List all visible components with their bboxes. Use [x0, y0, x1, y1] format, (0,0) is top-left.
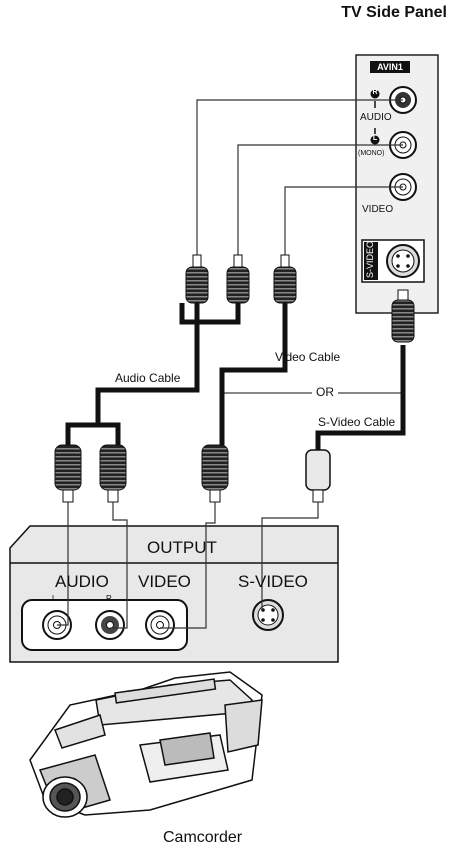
cam-svideo-jack [252, 599, 284, 631]
svideo-cable-label: S-Video Cable [318, 415, 396, 429]
right-channel-marker [370, 89, 380, 99]
tv-side-panel-title: TV Side Panel [341, 4, 447, 21]
camcorder-output-panel [9, 525, 339, 663]
audio-plug-bottom-left [54, 444, 82, 503]
left-channel-marker [370, 135, 380, 145]
tv-audio-left-jack [389, 131, 417, 159]
tv-audio-label: AUDIO [360, 112, 392, 123]
tv-svideo-label: S-VIDEO [365, 240, 375, 278]
svideo-plug-bottom [305, 449, 331, 503]
audio-plug-bottom-right [99, 444, 127, 503]
or-label: OR [316, 385, 334, 399]
cam-video-jack [145, 610, 175, 640]
tv-side-thin-cables [196, 99, 403, 255]
video-cable-label: Video Cable [275, 350, 341, 364]
video-plug-top [273, 254, 297, 304]
cam-video-label: VIDEO [138, 572, 191, 591]
cam-svideo-label: S-VIDEO [238, 572, 308, 591]
cam-l-marker: L [52, 594, 57, 603]
camcorder-illustration [29, 671, 263, 818]
thick-cables [65, 303, 406, 450]
video-plug-bottom [201, 444, 229, 503]
tv-l-marker-text: L [372, 135, 378, 142]
audio-plug-top-left [226, 254, 250, 304]
output-label: OUTPUT [147, 538, 217, 557]
audio-plug-top-right [185, 254, 209, 304]
avin1-badge: AVIN1 [377, 62, 403, 72]
tv-side-panel [355, 54, 439, 314]
tv-r-marker-text: R [372, 89, 378, 96]
tv-svideo-jack [386, 244, 420, 278]
tv-mono-label: (MONO) [358, 150, 385, 157]
camcorder-label: Camcorder [163, 829, 243, 846]
audio-cable-label: Audio Cable [115, 371, 181, 385]
cam-audio-label: AUDIO [55, 572, 109, 591]
camcorder-side-thin-cables [57, 502, 319, 629]
cam-r-marker: R [106, 594, 112, 603]
svideo-plug-top [391, 289, 415, 343]
cam-audio-right-jack [95, 610, 125, 640]
tv-video-label: VIDEO [362, 204, 394, 215]
